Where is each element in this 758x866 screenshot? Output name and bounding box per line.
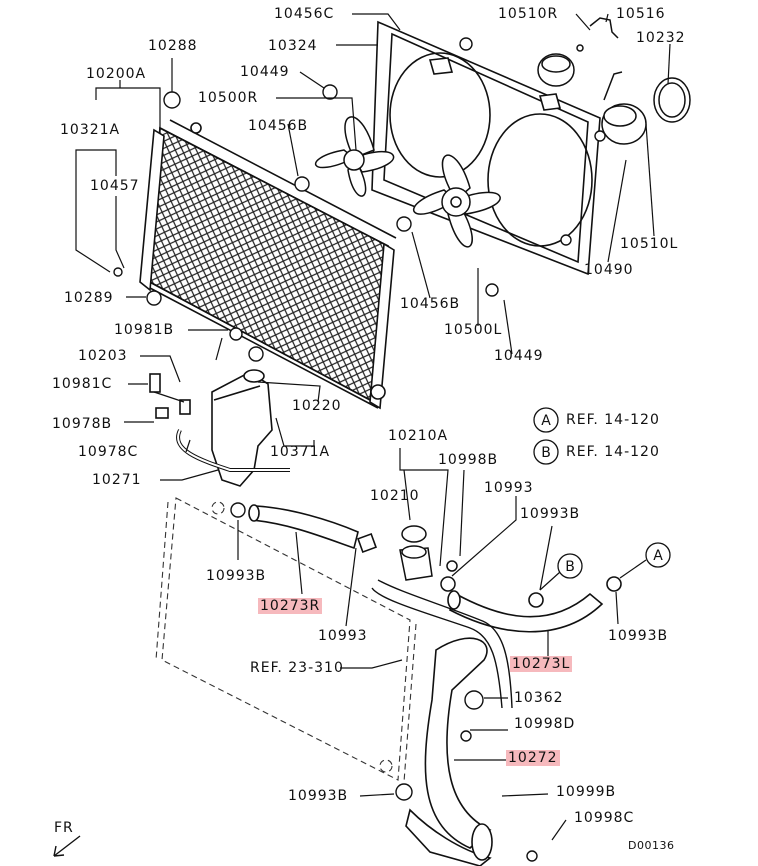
label-10998C: 10998C — [574, 810, 635, 826]
hose-bypass — [371, 579, 513, 709]
ref-circle-b: B — [533, 439, 559, 465]
ref-a-text: REF. 14-120 — [566, 412, 660, 428]
label-10978B: 10978B — [52, 416, 113, 432]
label-10272: 10272 — [506, 750, 560, 766]
front-label: FR — [54, 820, 74, 836]
label-10998B: 10998B — [438, 452, 499, 468]
ref-b-text: REF. 14-120 — [566, 444, 660, 460]
label-10456C: 10456C — [274, 6, 335, 22]
label-10232: 10232 — [636, 30, 686, 46]
label-10200A: 10200A — [86, 66, 147, 82]
callout-b: B — [557, 553, 583, 579]
label-10449-top: 10449 — [240, 64, 290, 80]
label-10449-bottom: 10449 — [494, 348, 544, 364]
label-10273L: 10273L — [510, 656, 573, 672]
label-10510R: 10510R — [498, 6, 559, 22]
label-ref-23-310: REF. 23-310 — [250, 660, 344, 676]
label-10490: 10490 — [584, 262, 634, 278]
label-10210: 10210 — [370, 488, 420, 504]
callout-a-letter: A — [653, 548, 663, 564]
small-hardware — [113, 37, 606, 862]
front-arrow-icon — [53, 835, 81, 857]
label-10271: 10271 — [92, 472, 142, 488]
label-10457: 10457 — [90, 178, 140, 194]
label-10273R: 10273R — [258, 598, 323, 614]
label-10981C: 10981C — [52, 376, 113, 392]
ref-circle-b-letter: B — [541, 445, 551, 461]
label-10993B-bottom: 10993B — [288, 788, 349, 804]
hose-upper-left — [447, 576, 622, 633]
label-10993-mid: 10993 — [318, 628, 368, 644]
label-10210A: 10210A — [388, 428, 449, 444]
label-10324: 10324 — [268, 38, 318, 54]
label-10516: 10516 — [616, 6, 666, 22]
label-10371A: 10371A — [270, 444, 331, 460]
label-10321A: 10321A — [60, 122, 121, 138]
label-10456B-top: 10456B — [248, 118, 309, 134]
callout-a: A — [645, 542, 671, 568]
label-10288: 10288 — [148, 38, 198, 54]
ref-radiator-outline — [155, 497, 417, 783]
label-10510L: 10510L — [620, 236, 679, 252]
hose-lower — [405, 637, 493, 866]
label-10993B-left: 10993B — [206, 568, 267, 584]
reservoir-tank — [149, 369, 290, 487]
label-10220: 10220 — [292, 398, 342, 414]
label-10500R: 10500R — [198, 90, 259, 106]
diagram-code: D00136 — [628, 839, 675, 852]
label-10993-right: 10993 — [484, 480, 534, 496]
leader-lines — [75, 13, 671, 841]
label-10500L: 10500L — [444, 322, 503, 338]
fan-motor-left — [601, 71, 691, 145]
radiator — [139, 119, 397, 410]
label-10203: 10203 — [78, 348, 128, 364]
label-10289: 10289 — [64, 290, 114, 306]
callout-b-letter: B — [565, 559, 575, 575]
filler-neck — [399, 525, 458, 592]
label-10362: 10362 — [514, 690, 564, 706]
ref-circle-a-letter: A — [541, 413, 551, 429]
label-10456B-bottom: 10456B — [400, 296, 461, 312]
label-10981B: 10981B — [114, 322, 175, 338]
fan-right-blades — [314, 116, 395, 197]
hose-upper-right — [248, 504, 377, 553]
label-10999B: 10999B — [556, 784, 617, 800]
fan-motor-right — [537, 17, 619, 87]
label-10998D: 10998D — [514, 716, 576, 732]
label-10993B-right-top: 10993B — [520, 506, 581, 522]
label-10978C: 10978C — [78, 444, 139, 460]
ref-circle-a: A — [533, 407, 559, 433]
fan-left-blades — [412, 154, 501, 248]
label-10993B-right: 10993B — [608, 628, 669, 644]
